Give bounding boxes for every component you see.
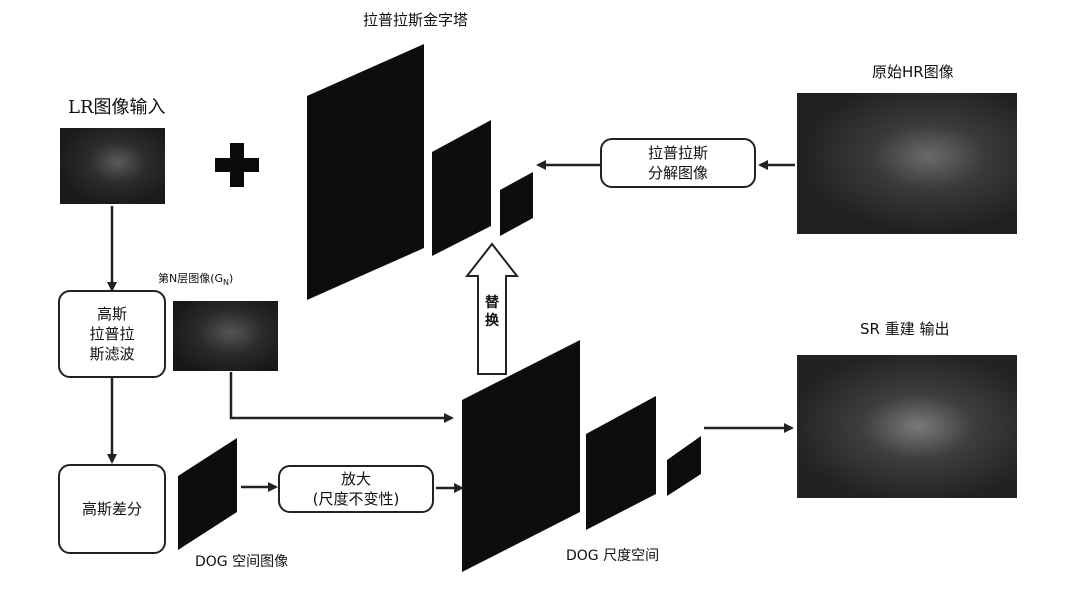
dog-scale-layer-large bbox=[462, 340, 580, 572]
plus-icon bbox=[215, 143, 259, 187]
dog-space-layer bbox=[178, 438, 237, 550]
arrow-nth-to-dogscale bbox=[229, 372, 454, 423]
nth-layer-label: 第N层图像(GN) bbox=[158, 270, 233, 287]
nth-layer-subscript: N bbox=[223, 278, 230, 288]
enlarge-line-2: (尺度不变性) bbox=[312, 490, 400, 508]
pyramid-layer-large bbox=[307, 44, 424, 300]
pyramid-title: 拉普拉斯金字塔 bbox=[363, 11, 469, 29]
dog-scale-label: DOG 尺度空间 bbox=[566, 548, 660, 564]
gauss-diff-line-1: 高斯差分 bbox=[81, 500, 142, 518]
pyramid-layer-medium bbox=[432, 120, 491, 256]
gauss-laplace-line-3: 斯滤波 bbox=[89, 345, 135, 363]
nth-layer-text: 第N层图像(G bbox=[158, 272, 224, 285]
gauss-laplace-line-1: 高斯 bbox=[96, 305, 127, 323]
nth-layer-close: ) bbox=[229, 272, 234, 285]
laplace-decomp-line-1: 拉普拉斯 bbox=[647, 144, 708, 162]
laplace-decomp-box: 拉普拉斯 分解图像 bbox=[600, 138, 756, 188]
gauss-laplace-line-2: 拉普拉 bbox=[89, 325, 135, 343]
enlarge-box: 放大 (尺度不变性) bbox=[278, 465, 434, 513]
nth-layer-image bbox=[173, 301, 278, 371]
replace-label: 替换 bbox=[485, 295, 499, 329]
laplace-decomp-line-2: 分解图像 bbox=[647, 164, 708, 182]
original-hr-label: 原始HR图像 bbox=[872, 63, 954, 81]
dog-space-label: DOG 空间图像 bbox=[195, 554, 289, 570]
gauss-laplace-filter-box: 高斯 拉普拉 斯滤波 bbox=[58, 290, 166, 378]
lr-input-image bbox=[60, 128, 165, 204]
dog-scale-layer-small bbox=[667, 436, 701, 496]
sr-output-label: SR 重建 输出 bbox=[860, 320, 950, 338]
enlarge-line-1: 放大 bbox=[340, 470, 371, 488]
sr-output-image bbox=[797, 355, 1017, 498]
pyramid-layer-small bbox=[500, 172, 533, 236]
replace-arrow-icon bbox=[464, 242, 520, 375]
dog-scale-layer-medium bbox=[586, 396, 656, 530]
original-hr-image bbox=[797, 93, 1017, 234]
gauss-diff-box: 高斯差分 bbox=[58, 464, 166, 554]
lr-input-label: LR图像输入 bbox=[68, 97, 166, 118]
